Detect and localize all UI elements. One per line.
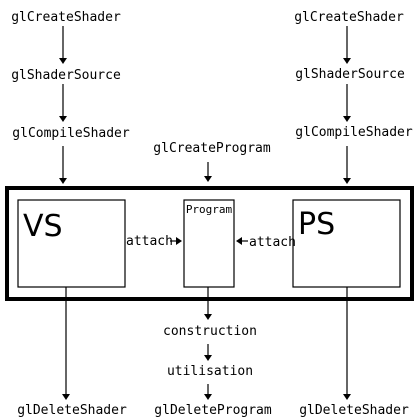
- left-shader-source-label: glShaderSource: [11, 68, 121, 83]
- attach-right-label: attach: [249, 235, 296, 250]
- create-program-label: glCreateProgram: [153, 141, 271, 156]
- delete-program-label: glDeleteProgram: [154, 403, 272, 418]
- right-delete-shader-label: glDeleteShader: [299, 403, 409, 418]
- vertex-shader-label: VS: [23, 209, 63, 244]
- left-arrow-delete-head: [62, 394, 70, 400]
- left-arrow-1-head: [59, 58, 67, 64]
- program-label: Program: [186, 203, 233, 216]
- construction-label: construction: [163, 324, 257, 339]
- pixel-shader-label: PS: [298, 207, 335, 242]
- left-delete-shader-label: glDeleteShader: [17, 403, 127, 418]
- center-arrow-top-head: [204, 176, 212, 182]
- right-arrow-2-head: [343, 116, 351, 122]
- attach-right-arrow-head: [236, 237, 242, 245]
- center-arrow-delete-head: [204, 394, 212, 400]
- right-shader-source-label: glShaderSource: [295, 67, 405, 82]
- attach-left-arrow-head: [176, 237, 182, 245]
- left-arrow-3-head: [59, 178, 67, 184]
- program-box: [183, 199, 235, 288]
- center-arrow-utilisation-head: [204, 355, 212, 361]
- pixel-shader-box: [292, 199, 401, 288]
- center-arrow-construction-head: [204, 314, 212, 320]
- utilisation-label: utilisation: [167, 364, 253, 379]
- right-arrow-3-head: [343, 178, 351, 184]
- right-arrow-1-head: [343, 58, 351, 64]
- left-compile-shader-label: glCompileShader: [12, 126, 130, 141]
- right-create-shader-label: glCreateShader: [294, 10, 404, 25]
- vertex-shader-box: [17, 199, 126, 288]
- right-compile-shader-label: glCompileShader: [295, 125, 413, 140]
- right-arrow-delete-head: [343, 394, 351, 400]
- attach-left-label: attach: [126, 234, 173, 249]
- left-arrow-2-head: [59, 116, 67, 122]
- left-create-shader-label: glCreateShader: [11, 10, 121, 25]
